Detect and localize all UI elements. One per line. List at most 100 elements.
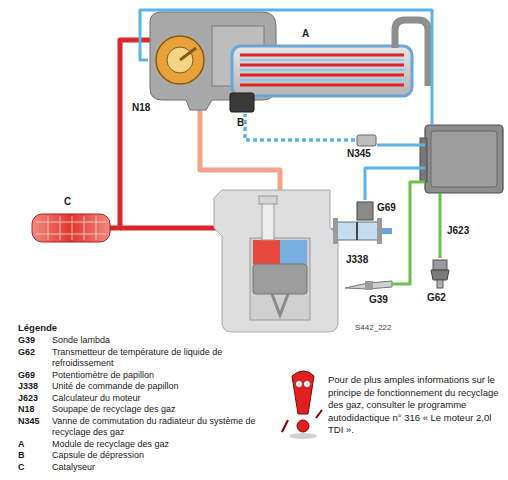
part-code: J338 bbox=[346, 254, 368, 266]
catalyst bbox=[96, 216, 97, 240]
lambda-probe bbox=[365, 281, 373, 290]
temperature-sender bbox=[437, 280, 443, 288]
part-code: C bbox=[64, 196, 71, 208]
legend-description: Module de recyclage des gaz bbox=[52, 439, 277, 451]
vacuum-capsule bbox=[230, 93, 254, 112]
signal-wire bbox=[140, 10, 432, 125]
legend-description: Unité de commande de papillon bbox=[52, 381, 277, 393]
part-code: G62 bbox=[427, 292, 446, 304]
legend-code: N345 bbox=[18, 416, 40, 428]
legend-code: G62 bbox=[18, 347, 35, 359]
ecu-box bbox=[420, 125, 503, 193]
component-part: N345 bbox=[355, 130, 377, 150]
figure-code: S442_222 bbox=[355, 322, 391, 334]
legend-heading: Légende bbox=[18, 322, 57, 334]
engine-block bbox=[262, 200, 274, 240]
switch-valve bbox=[357, 135, 376, 146]
part-code: B bbox=[237, 117, 244, 129]
component-part: A bbox=[232, 46, 412, 96]
vacuum-capsule bbox=[230, 93, 254, 112]
throttle-unit bbox=[356, 222, 358, 240]
lambda-probe bbox=[345, 281, 392, 289]
note-icon bbox=[282, 410, 322, 432]
throttle-unit bbox=[335, 222, 380, 240]
egr-cooler bbox=[240, 84, 404, 87]
legend-code: C bbox=[18, 462, 25, 474]
engine-block bbox=[214, 190, 338, 332]
egr-cooler bbox=[240, 64, 404, 67]
note-icon bbox=[296, 381, 302, 387]
throttle-unit bbox=[357, 202, 373, 220]
note-text: Pour de plus amples informations sur le … bbox=[328, 374, 504, 437]
component-part: N18 bbox=[148, 30, 208, 100]
exhaust-pipe bbox=[110, 40, 150, 228]
catalyst bbox=[32, 214, 110, 242]
legend-code: J338 bbox=[18, 381, 38, 393]
component-part: J623 bbox=[425, 125, 503, 193]
engine-block bbox=[253, 240, 280, 264]
ecu-box bbox=[425, 125, 503, 193]
ecu-box bbox=[431, 131, 497, 187]
egr-cooler bbox=[240, 59, 404, 61]
legend-description: Catalyseur bbox=[52, 462, 277, 474]
temperature-sender bbox=[431, 270, 449, 280]
legend-description: Potentiomètre de papillon bbox=[52, 370, 277, 382]
part-code: N345 bbox=[347, 148, 371, 160]
egr-cooler bbox=[240, 79, 404, 81]
legend-code: B bbox=[18, 450, 25, 462]
throttle-unit bbox=[333, 202, 382, 244]
signal-wire bbox=[392, 182, 425, 284]
signal-wire bbox=[439, 193, 442, 258]
legend-description: Sonde lambda bbox=[52, 335, 277, 347]
lambda-probe bbox=[345, 281, 392, 290]
egr-module bbox=[180, 48, 196, 60]
egr-cooler bbox=[240, 69, 404, 71]
egr-cooler bbox=[395, 20, 428, 86]
note-icon bbox=[282, 371, 322, 439]
catalyst bbox=[32, 214, 110, 242]
component-part: G62 bbox=[430, 258, 448, 288]
engine-block bbox=[280, 240, 307, 264]
part-code: N18 bbox=[132, 102, 150, 114]
egr-cooler bbox=[240, 74, 404, 77]
catalyst bbox=[48, 216, 49, 240]
component-part: G69 bbox=[357, 200, 373, 220]
component-part: G39 bbox=[345, 278, 392, 292]
component-part: J338 bbox=[340, 218, 380, 242]
engine-block bbox=[259, 196, 277, 204]
note-icon bbox=[289, 433, 317, 439]
engine-block bbox=[214, 190, 338, 332]
vacuum-line bbox=[245, 114, 355, 140]
note-icon bbox=[292, 371, 314, 414]
egr-module bbox=[156, 36, 204, 84]
catalyst bbox=[72, 216, 73, 240]
egr-cooler bbox=[240, 54, 404, 57]
catalyst bbox=[60, 216, 61, 240]
legend-description: Soupape de recyclage des gaz bbox=[52, 404, 277, 416]
note-icon bbox=[304, 381, 310, 387]
switch-valve bbox=[357, 135, 376, 146]
part-code: G69 bbox=[377, 202, 396, 214]
egr-cooler bbox=[232, 20, 428, 96]
engine-block bbox=[253, 264, 307, 294]
catalyst bbox=[84, 216, 85, 240]
ecu-box bbox=[420, 138, 427, 182]
legend-code: G39 bbox=[18, 335, 35, 347]
catalyst bbox=[36, 234, 106, 235]
legend-description: Calculateur du moteur bbox=[52, 393, 277, 405]
throttle-unit bbox=[377, 218, 382, 244]
throttle-unit bbox=[333, 218, 338, 244]
legend-code: N18 bbox=[18, 404, 35, 416]
engine-block bbox=[272, 294, 288, 315]
part-code: A bbox=[302, 28, 309, 40]
component-part: B bbox=[228, 92, 256, 114]
egr-cooler bbox=[232, 46, 412, 96]
catalyst bbox=[36, 222, 106, 223]
component-part: C bbox=[32, 214, 110, 242]
signal-wire bbox=[377, 144, 425, 147]
legend-code: A bbox=[18, 439, 25, 451]
legend-description: Capsule de dépression bbox=[52, 450, 277, 462]
part-code: J623 bbox=[447, 225, 469, 237]
